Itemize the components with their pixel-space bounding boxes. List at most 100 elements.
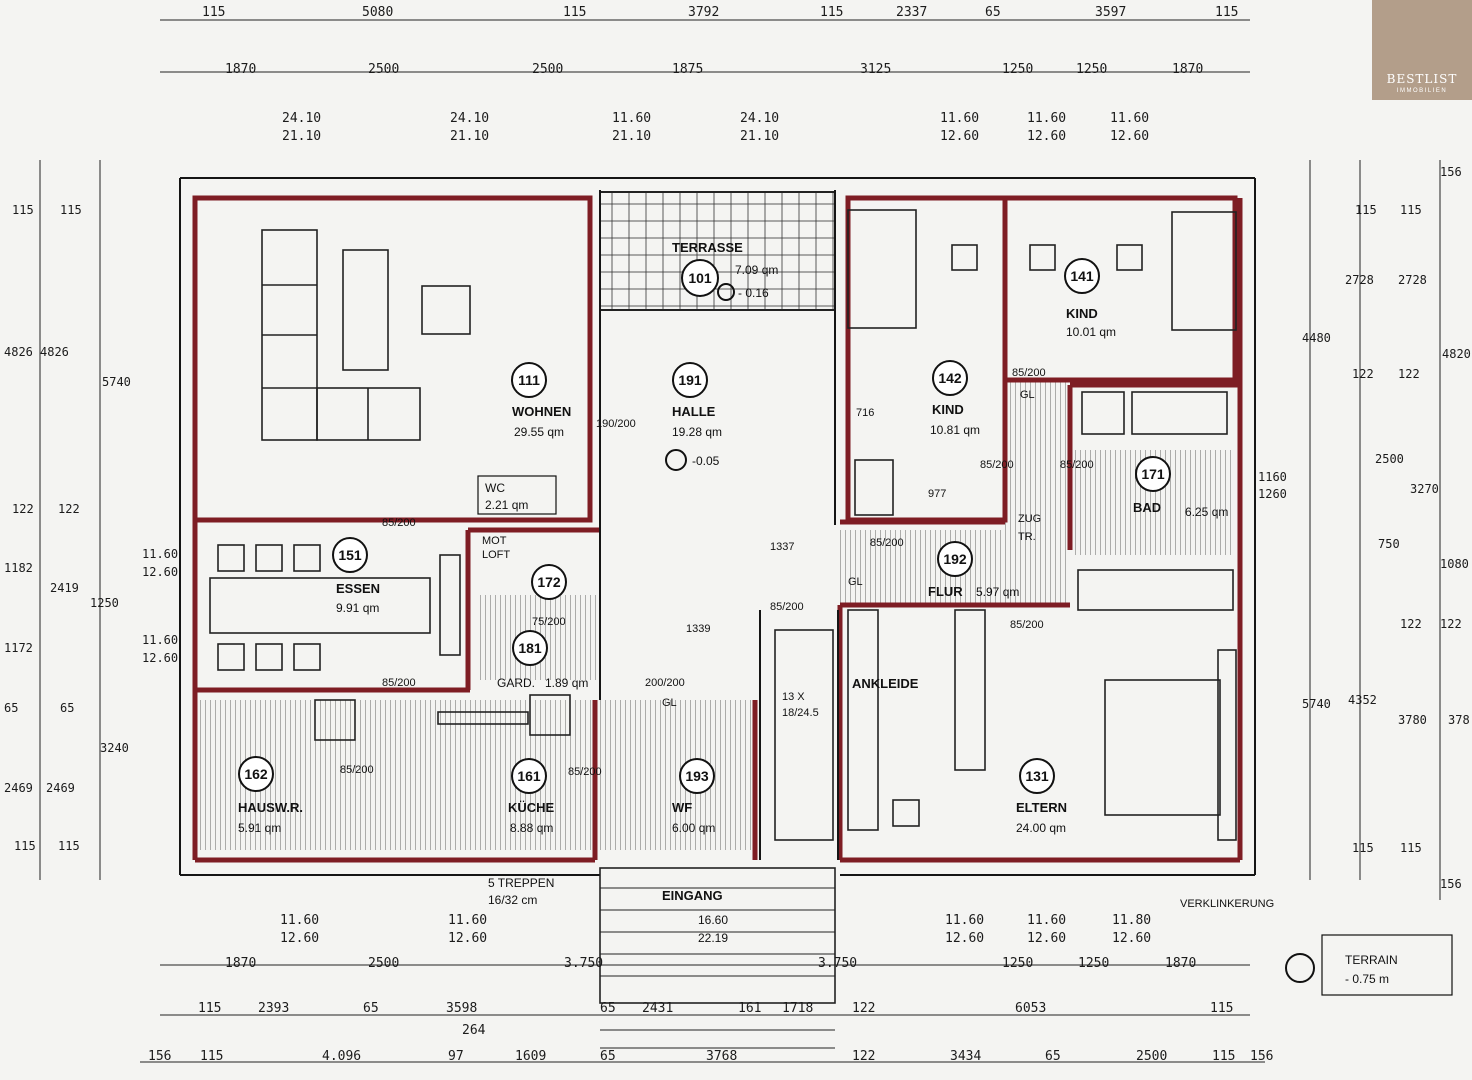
svg-text:65: 65 (600, 1001, 616, 1016)
room-area: 1.89 qm (545, 676, 588, 690)
terrain-level: - 0.75 m (1345, 972, 1389, 986)
svg-text:65: 65 (60, 701, 74, 715)
svg-text:4826: 4826 (40, 345, 69, 359)
svg-text:2500: 2500 (1375, 452, 1404, 466)
svg-text:4820: 4820 (1442, 347, 1471, 361)
svg-text:161: 161 (738, 1001, 761, 1016)
svg-text:11.60: 11.60 (945, 913, 984, 928)
entrance-stairs (599, 867, 836, 1049)
svg-text:2500: 2500 (368, 956, 399, 971)
svg-text:115: 115 (1352, 841, 1374, 855)
svg-text:21.10: 21.10 (740, 129, 779, 144)
svg-text:4352: 4352 (1348, 693, 1377, 707)
svg-text:24.10: 24.10 (282, 111, 321, 126)
svg-text:122: 122 (1400, 617, 1422, 631)
svg-text:12.60: 12.60 (945, 931, 984, 946)
entrance-level: 22.19 (698, 931, 728, 945)
svg-text:115: 115 (200, 1049, 223, 1064)
svg-text:11.60: 11.60 (142, 633, 178, 647)
room-labels: 101 TERRASSE 7.09 qm - 0.16 111 WOHNEN 2… (238, 240, 1228, 835)
svg-text:3598: 3598 (446, 1001, 477, 1016)
wc-area: 2.21 qm (485, 498, 528, 512)
company-logo: BESTLIST IMMOBILIEN (1372, 0, 1472, 100)
svg-text:1250: 1250 (1076, 62, 1107, 77)
room-name: TERRASSE (672, 240, 743, 255)
room-area: 19.28 qm (672, 425, 722, 439)
entrance-level: 16.60 (698, 913, 728, 927)
room-number: 181 (518, 640, 542, 656)
svg-text:12.60: 12.60 (1110, 129, 1149, 144)
door-size: 75/200 (532, 616, 566, 628)
svg-text:12.60: 12.60 (1027, 129, 1066, 144)
level-marker-icon (665, 449, 687, 471)
room-number: 172 (537, 574, 561, 590)
room-name: WOHNEN (512, 404, 571, 419)
svg-text:11.60: 11.60 (1110, 111, 1149, 126)
svg-text:3270: 3270 (1410, 482, 1439, 496)
svg-text:1260: 1260 (1258, 487, 1287, 501)
stairs-size: 18/24.5 (782, 707, 819, 719)
dim-value: 1337 (770, 541, 794, 553)
svg-text:3792: 3792 (688, 5, 719, 20)
svg-text:1870: 1870 (1172, 62, 1203, 77)
svg-text:1250: 1250 (1002, 62, 1033, 77)
room-number: 141 (1070, 268, 1094, 284)
svg-text:3.750: 3.750 (564, 956, 603, 971)
door-size: 85/200 (1010, 619, 1044, 631)
room-number: 162 (244, 766, 268, 782)
zugtr-label: TR. (1018, 531, 1036, 543)
svg-text:2728: 2728 (1398, 273, 1427, 287)
walls (179, 177, 1256, 876)
stairs-count: 13 X (782, 691, 805, 703)
door-size: 85/200 (770, 601, 804, 613)
entrance-label: EINGANG (662, 888, 723, 903)
svg-text:115: 115 (12, 203, 34, 217)
svg-text:115: 115 (58, 839, 80, 853)
room-name: FLUR (928, 584, 963, 599)
svg-text:3434: 3434 (950, 1049, 981, 1064)
svg-text:11.60: 11.60 (448, 913, 487, 928)
svg-text:3240: 3240 (100, 741, 129, 755)
stairs-label: 5 TREPPEN (488, 876, 554, 890)
room-name: GARD. (497, 676, 535, 690)
glass-label: GL (1020, 389, 1035, 401)
svg-text:1080: 1080 (1440, 557, 1469, 571)
svg-text:3597: 3597 (1095, 5, 1126, 20)
svg-text:156: 156 (1250, 1049, 1273, 1064)
svg-text:11.60: 11.60 (1027, 913, 1066, 928)
verklinkerung-label: VERKLINKERUNG (1180, 898, 1274, 910)
svg-text:1160: 1160 (1258, 470, 1287, 484)
svg-text:5740: 5740 (1302, 697, 1331, 711)
door-size: 85/200 (870, 537, 904, 549)
dimension-texts: 115 5080 115 3792 115 2337 65 3597 115 1… (4, 5, 1471, 1064)
dim-value: 264 (462, 1023, 486, 1038)
svg-text:2393: 2393 (258, 1001, 289, 1016)
svg-text:12.60: 12.60 (1027, 931, 1066, 946)
svg-text:24.10: 24.10 (740, 111, 779, 126)
room-number: 101 (688, 270, 712, 286)
svg-text:2500: 2500 (1136, 1049, 1167, 1064)
svg-text:122: 122 (58, 502, 80, 516)
svg-text:122: 122 (852, 1001, 875, 1016)
svg-text:122: 122 (1398, 367, 1420, 381)
room-circles (238, 258, 1171, 794)
svg-text:5740: 5740 (102, 375, 131, 389)
mot-label: MOT (482, 535, 507, 547)
misc-labels: WC 2.21 qm ANKLEIDE ZUG TR. MOT LOFT 5 T… (340, 367, 1398, 1038)
svg-text:378: 378 (1448, 713, 1470, 727)
room-number: 161 (517, 768, 541, 784)
svg-text:2469: 2469 (4, 781, 33, 795)
room-name: KIND (932, 402, 964, 417)
room-level: -0.05 (692, 454, 720, 468)
door-size: 85/200 (980, 459, 1014, 471)
svg-text:156: 156 (148, 1049, 171, 1064)
wc-label: WC (485, 481, 505, 495)
door-size: 85/200 (568, 766, 602, 778)
svg-text:156: 156 (1440, 165, 1462, 179)
svg-text:4826: 4826 (4, 345, 33, 359)
glass-label: GL (848, 576, 863, 588)
stairs-size: 16/32 cm (488, 893, 537, 907)
door-size: 85/200 (1012, 367, 1046, 379)
furniture (209, 209, 1237, 841)
terrain-box (1321, 934, 1453, 996)
